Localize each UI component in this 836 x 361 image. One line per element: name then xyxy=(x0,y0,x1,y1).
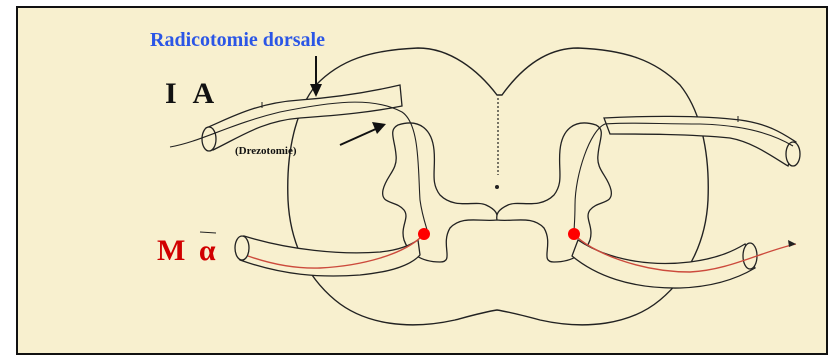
motor-fiber-left-end xyxy=(200,232,216,233)
left-dorsal-root-cut xyxy=(202,127,216,151)
ia-label: I A xyxy=(165,79,219,109)
right-margin xyxy=(828,6,836,361)
radicotomie-label: Radicotomie dorsale xyxy=(150,30,325,50)
ma-label: M α xyxy=(157,236,219,266)
motor-fiber-right-arrow xyxy=(788,240,796,247)
central-canal xyxy=(495,185,499,189)
drezotomie-label: (Drezotomie) xyxy=(235,146,296,157)
alpha-motor-neuron-left xyxy=(418,228,430,240)
alpha-motor-neuron-right xyxy=(568,228,580,240)
left-ventral-root-cut xyxy=(235,236,249,260)
